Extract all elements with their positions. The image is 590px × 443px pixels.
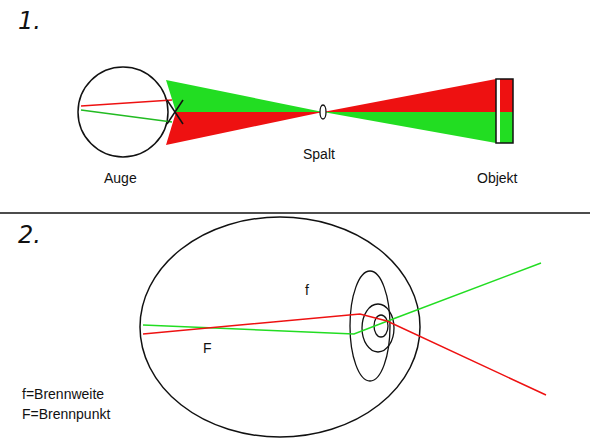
green-ray-fan [323, 112, 496, 143]
part-name: Spalt [303, 146, 335, 162]
separator [0, 212, 590, 213]
symbol-label: f [305, 282, 309, 298]
iris [362, 304, 394, 352]
red-ray [143, 314, 546, 395]
legend-note: F=Brennpunkt [22, 406, 110, 422]
green-ray-fan [166, 80, 323, 112]
slit [320, 105, 326, 119]
lens-cross [167, 100, 183, 124]
cornea [350, 271, 390, 381]
object-outline [496, 79, 513, 143]
section-number: 2. [18, 222, 41, 250]
red-ray-inside [81, 100, 172, 106]
lens-cross [167, 100, 183, 124]
red-ray-fan [166, 112, 323, 145]
green-ray [143, 263, 541, 334]
part-name: Auge [104, 170, 137, 186]
part-name: Objekt [477, 170, 517, 186]
legend-note: f=Brennweite [22, 386, 104, 402]
green-ray-inside [81, 110, 172, 122]
symbol-label: F [203, 340, 212, 356]
red-ray-fan [323, 79, 496, 112]
section-number: 1. [18, 8, 41, 36]
